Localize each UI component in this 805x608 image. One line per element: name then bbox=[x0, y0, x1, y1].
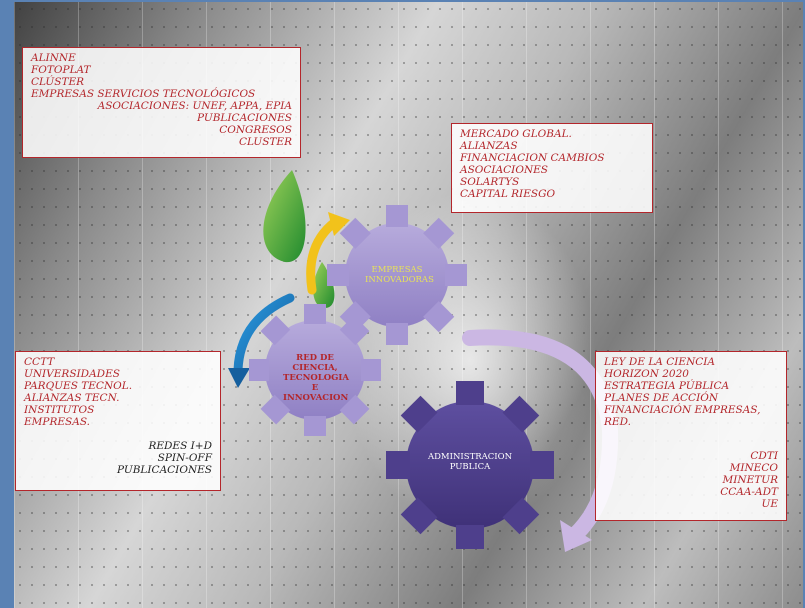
box-public-policy: LEY DE LA CIENCIA HORIZON 2020 ESTRATEGI… bbox=[595, 351, 787, 521]
green-leaf-small bbox=[313, 262, 335, 308]
box-line: ESTRATEGIA PÚBLICA bbox=[604, 380, 730, 392]
box-line: EMPRESAS SERVICIOS TECNOLÓGICOS bbox=[31, 88, 256, 100]
box-line: ASOCIACIONES bbox=[460, 164, 548, 176]
lilac-arrowhead bbox=[560, 520, 592, 552]
box-market: MERCADO GLOBAL. ALIANZAS FINANCIACION CA… bbox=[451, 123, 653, 213]
box-line: UE bbox=[761, 498, 778, 510]
box-line: PLANES DE ACCIÓN bbox=[604, 392, 719, 404]
box-line: ASOCIACIONES: UNEF, APPA, EPIA bbox=[97, 100, 292, 112]
box-line: PARQUES TECNOL. bbox=[24, 380, 133, 392]
yellow-curved-arrow bbox=[306, 217, 340, 295]
gear-red-ciencia bbox=[249, 304, 381, 436]
box-line: ALIANZAS bbox=[460, 140, 518, 152]
box-line: HORIZON 2020 bbox=[604, 368, 689, 380]
box-line: ALIANZAS TECN. bbox=[24, 392, 120, 404]
box-line: SOLARTYS bbox=[460, 176, 520, 188]
spacer bbox=[24, 428, 212, 440]
gear-label-empresas: EMPRESAS INNOVADORAS bbox=[365, 265, 434, 285]
box-line: CCAA-ADT bbox=[720, 486, 778, 498]
box-line: LEY DE LA CIENCIA bbox=[604, 356, 716, 368]
box-industry-actors: ALINNE FOTOPLAT CLÚSTER EMPRESAS SERVICI… bbox=[22, 47, 301, 158]
box-line: UNIVERSIDADES bbox=[24, 368, 120, 380]
box-line: PUBLICACIONES bbox=[196, 112, 292, 124]
gear-empresas bbox=[327, 205, 467, 345]
box-line: CLÚSTER bbox=[31, 76, 85, 88]
yellow-arrowhead bbox=[328, 212, 350, 236]
box-line: CONGRESOS bbox=[219, 124, 292, 136]
box-line: CLUSTER bbox=[238, 136, 292, 148]
box-line: EMPRESAS. bbox=[24, 416, 90, 428]
box-line: CCTT bbox=[24, 356, 55, 368]
box-science-network: CCTT UNIVERSIDADES PARQUES TECNOL. ALIAN… bbox=[15, 351, 221, 491]
spacer bbox=[604, 428, 778, 450]
box-line: MERCADO GLOBAL. bbox=[460, 128, 572, 140]
gear-label-red-ciencia: RED DE CIENCIA, TECNOLOGIA E INNOVACION bbox=[283, 353, 349, 403]
box-line: CDTI bbox=[750, 450, 778, 462]
box-line: ALINNE bbox=[31, 52, 76, 64]
box-line: INSTITUTOS bbox=[24, 404, 95, 416]
box-line: FINANCIACIÓN EMPRESAS, bbox=[604, 404, 761, 416]
box-line: MINECO bbox=[729, 462, 778, 474]
box-line: RED. bbox=[604, 416, 631, 428]
box-line: PUBLICACIONES bbox=[116, 464, 212, 476]
blue-arrowhead bbox=[228, 368, 250, 388]
box-line: SPIN-OFF bbox=[157, 452, 212, 464]
box-line: REDES I+D bbox=[148, 440, 212, 452]
box-line: MINETUR bbox=[722, 474, 778, 486]
green-leaf-large bbox=[263, 170, 306, 263]
box-line: CAPITAL RIESGO bbox=[460, 188, 556, 200]
blue-curved-arrow bbox=[233, 293, 295, 375]
gear-administracion bbox=[386, 381, 554, 549]
box-line: FOTOPLAT bbox=[31, 64, 91, 76]
box-line: FINANCIACION CAMBIOS bbox=[460, 152, 605, 164]
gear-label-administracion: ADMINISTRACION PUBLICA bbox=[427, 452, 513, 472]
